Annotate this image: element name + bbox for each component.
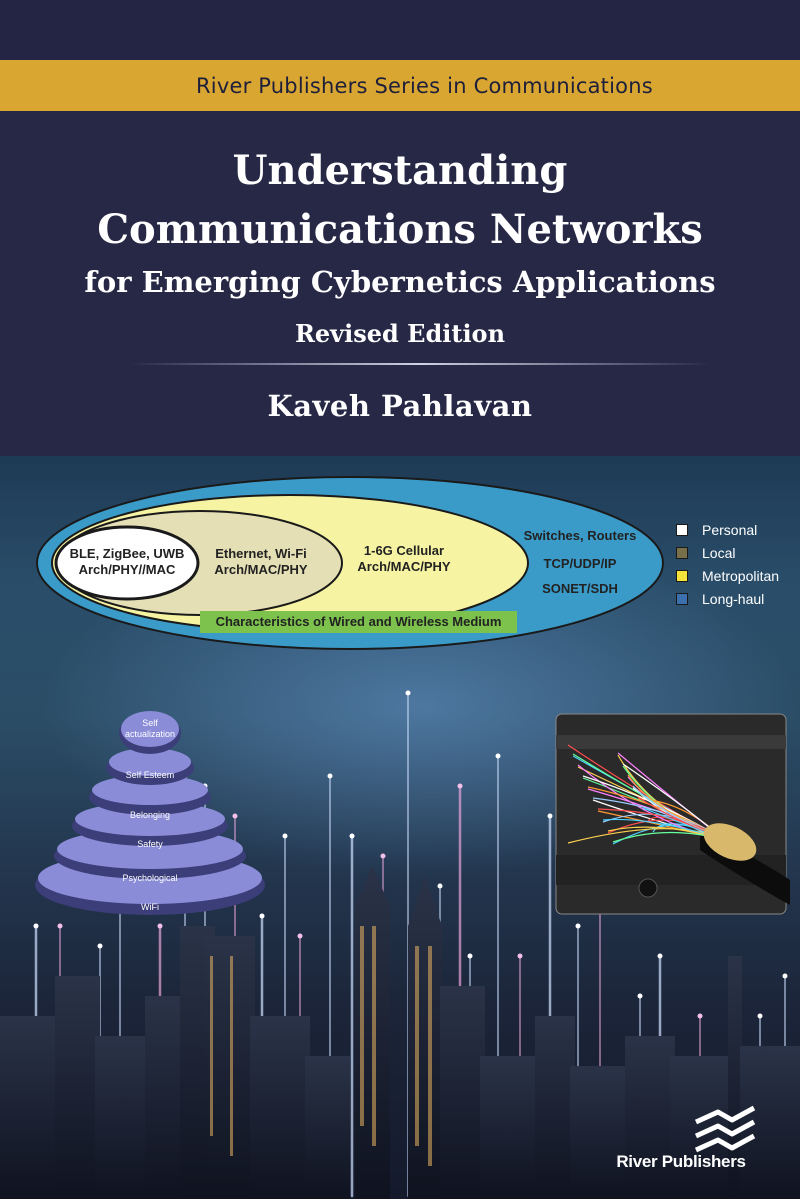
pyramid-level-safety: Safety	[137, 839, 163, 849]
legend-swatch-local	[676, 547, 688, 559]
medium-label: Characteristics of Wired and Wireless Me…	[215, 614, 502, 629]
long-haul-line-1: Switches, Routers	[523, 528, 637, 543]
legend-item-long-haul: Long-haul	[676, 590, 764, 608]
light-beam-tip	[349, 833, 355, 839]
light-beam-tip	[57, 923, 63, 929]
pyramid-level-wifi: WiFi	[141, 902, 159, 912]
local-network-label: Ethernet, Wi-Fi Arch/MAC/PHY	[205, 546, 317, 578]
light-beam-tip	[282, 833, 288, 839]
series-banner: River Publishers Series in Communication…	[0, 60, 800, 111]
legend-label-metropolitan: Metropolitan	[702, 568, 780, 584]
pyramid-level-self-esteem: Self Esteem	[125, 770, 175, 780]
fiber-cable-photo	[555, 713, 790, 915]
light-beam-tip	[437, 883, 443, 889]
light-beam-tip	[33, 923, 39, 929]
skyline-illustration	[0, 536, 800, 1199]
legend-label-long-haul: Long-haul	[702, 591, 765, 607]
book-title-line-1: Understanding	[232, 147, 568, 194]
light-beam-tip	[327, 773, 333, 779]
author-name: Kaveh Pahlavan	[267, 389, 533, 423]
title-block: Understanding Communications Networks fo…	[0, 111, 800, 456]
legend-swatch-metropolitan	[676, 570, 688, 582]
local-line-2: Arch/MAC/PHY	[214, 562, 308, 577]
legend-swatch-personal	[676, 524, 688, 536]
long-haul-line-3: SONET/SDH	[542, 581, 618, 596]
series-title: River Publishers Series in Communication…	[196, 73, 653, 98]
light-beam-tip	[575, 923, 581, 929]
metro-line-1: 1-6G Cellular	[363, 543, 445, 558]
light-beam-tip	[259, 913, 265, 919]
light-beam-tip	[405, 690, 411, 696]
publisher-name: River Publishers	[616, 1152, 746, 1171]
light-beam-tip	[697, 1013, 703, 1019]
legend-item-local: Local	[676, 544, 735, 562]
legend-item-metropolitan: Metropolitan	[676, 567, 779, 585]
pyramid-level-self-actualization: Self actualization	[124, 718, 176, 739]
personal-line-2: Arch/PHY//MAC	[78, 562, 176, 577]
top-margin	[0, 0, 800, 60]
pyramid-level-belonging: Belonging	[129, 810, 171, 820]
light-beam-tip	[782, 973, 788, 979]
legend-label-personal: Personal	[702, 522, 758, 538]
long-haul-line-2: TCP/UDP/IP	[543, 556, 617, 571]
metropolitan-network-label: 1-6G Cellular Arch/MAC/PHY	[344, 543, 464, 575]
light-beam-tip	[297, 933, 303, 939]
book-title-line-2: Communications Networks	[97, 206, 703, 253]
river-logo-icon	[694, 1105, 756, 1153]
light-beam-tip	[380, 853, 386, 859]
light-beam-tip	[547, 813, 553, 819]
personal-ellipse	[54, 525, 200, 601]
light-beam-tip	[157, 923, 163, 929]
light-beam-tip	[467, 953, 473, 959]
title-divider	[130, 363, 710, 365]
city-skyline-photo	[0, 456, 800, 1199]
legend-item-personal: Personal	[676, 521, 757, 539]
light-beam-tip	[97, 943, 103, 949]
pyramid-level-psychological: Psychological	[122, 873, 178, 883]
hierarchy-pyramid	[35, 711, 265, 915]
light-beam-tip	[657, 953, 663, 959]
personal-network-label: BLE, ZigBee, UWB Arch/PHY//MAC	[58, 546, 196, 578]
personal-line-1: BLE, ZigBee, UWB	[69, 546, 185, 561]
light-beam-tip	[637, 993, 643, 999]
metro-line-2: Arch/MAC/PHY	[357, 559, 451, 574]
edition-label: Revised Edition	[294, 319, 506, 348]
book-subtitle: for Emerging Cybernetics Applications	[84, 265, 716, 299]
legend-label-local: Local	[702, 545, 736, 561]
light-beam-tip	[457, 783, 463, 789]
medium-banner	[200, 611, 517, 633]
light-beam-tip	[517, 953, 523, 959]
light-beam-tip	[757, 1013, 763, 1019]
light-beam-tip	[232, 813, 238, 819]
legend-swatch-long-haul	[676, 593, 688, 605]
light-beam-tip	[495, 753, 501, 759]
local-line-1: Ethernet, Wi-Fi	[215, 546, 307, 561]
